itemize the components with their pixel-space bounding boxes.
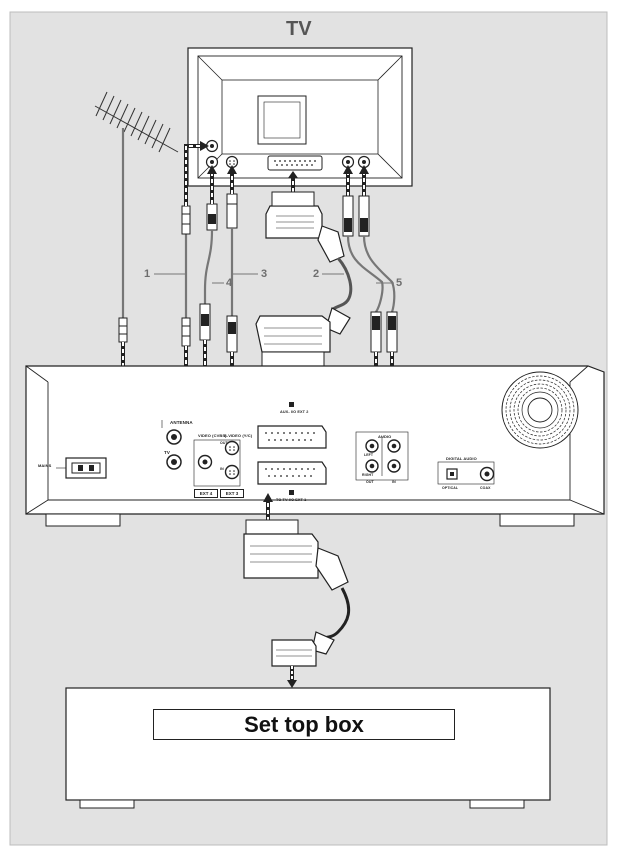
recorder-optical-out-socket xyxy=(446,468,458,480)
recorder-audio-out-left-socket xyxy=(365,439,379,453)
aux-ext2-label: AUX- I/O EXT 2 xyxy=(280,410,309,414)
recorder-scart-ext1 xyxy=(257,461,327,485)
video-cvbs-label: VIDEO (CVBS) xyxy=(198,433,227,438)
recorder-svideo-in-socket xyxy=(224,464,240,480)
recorder-antenna-in-socket xyxy=(166,429,182,445)
tv-scart-socket xyxy=(267,155,323,171)
svideo-in-label: IN xyxy=(220,467,224,471)
set-top-box xyxy=(65,687,551,809)
recorder-tv-out-socket xyxy=(166,454,182,470)
mains-socket xyxy=(56,457,107,479)
cable-number-1: 1 xyxy=(144,268,151,280)
tv-svideo-socket xyxy=(225,155,239,169)
set-top-box-label: Set top box xyxy=(244,712,364,737)
tv-audio-right-socket xyxy=(357,155,371,169)
recorder-video-in-socket xyxy=(197,454,213,470)
number-leaders xyxy=(154,273,394,284)
audio-out-label: OUT xyxy=(366,480,374,484)
audio-left-label: LEFT xyxy=(364,453,374,457)
tv-illustration xyxy=(187,47,413,187)
audio-right-label: RIGHT xyxy=(362,473,374,477)
optical-label: OPTICAL xyxy=(442,486,459,490)
cable-number-2: 2 xyxy=(313,268,320,280)
tv-title: TV xyxy=(286,18,312,40)
stb-scart-cable xyxy=(243,493,351,688)
recorder-svideo-out-socket xyxy=(224,440,240,456)
s-video-label: S-VIDEO (Y/C) xyxy=(224,433,253,438)
recorder-illustration xyxy=(25,365,605,527)
set-top-box-label-box: Set top box xyxy=(153,709,455,740)
cable-number-4: 4 xyxy=(226,277,233,289)
fan-grille xyxy=(501,371,579,449)
recorder-scart-ext2 xyxy=(257,425,327,449)
antenna-plug xyxy=(118,317,128,343)
cable-4 xyxy=(199,203,218,341)
digital-audio-label: DIGITAL AUDIO xyxy=(446,456,477,461)
antenna-icon xyxy=(94,91,179,318)
recorder-audio-in-left-socket xyxy=(387,439,401,453)
coax-label: COAX xyxy=(480,486,491,490)
recorder-audio-in-right-socket xyxy=(387,459,401,473)
ext3-tag: EXT 3 xyxy=(220,489,244,498)
to-tv-ext1-label: TO TV-I/O EXT 1 xyxy=(276,498,307,502)
cable-number-5: 5 xyxy=(396,277,403,289)
antenna-label: ANTENNA xyxy=(170,420,193,425)
audio-label: AUDIO xyxy=(378,434,392,439)
tv-out-label: TV xyxy=(164,450,170,455)
ext4-tag: EXT 4 xyxy=(194,489,218,498)
mains-label: MAINS xyxy=(38,463,52,468)
svideo-out-label: OUT xyxy=(220,441,228,445)
audio-in-label: IN xyxy=(392,480,396,484)
cable-number-3: 3 xyxy=(261,268,268,280)
recorder-audio-out-right-socket xyxy=(365,459,379,473)
recorder-coax-out-socket xyxy=(479,466,495,482)
